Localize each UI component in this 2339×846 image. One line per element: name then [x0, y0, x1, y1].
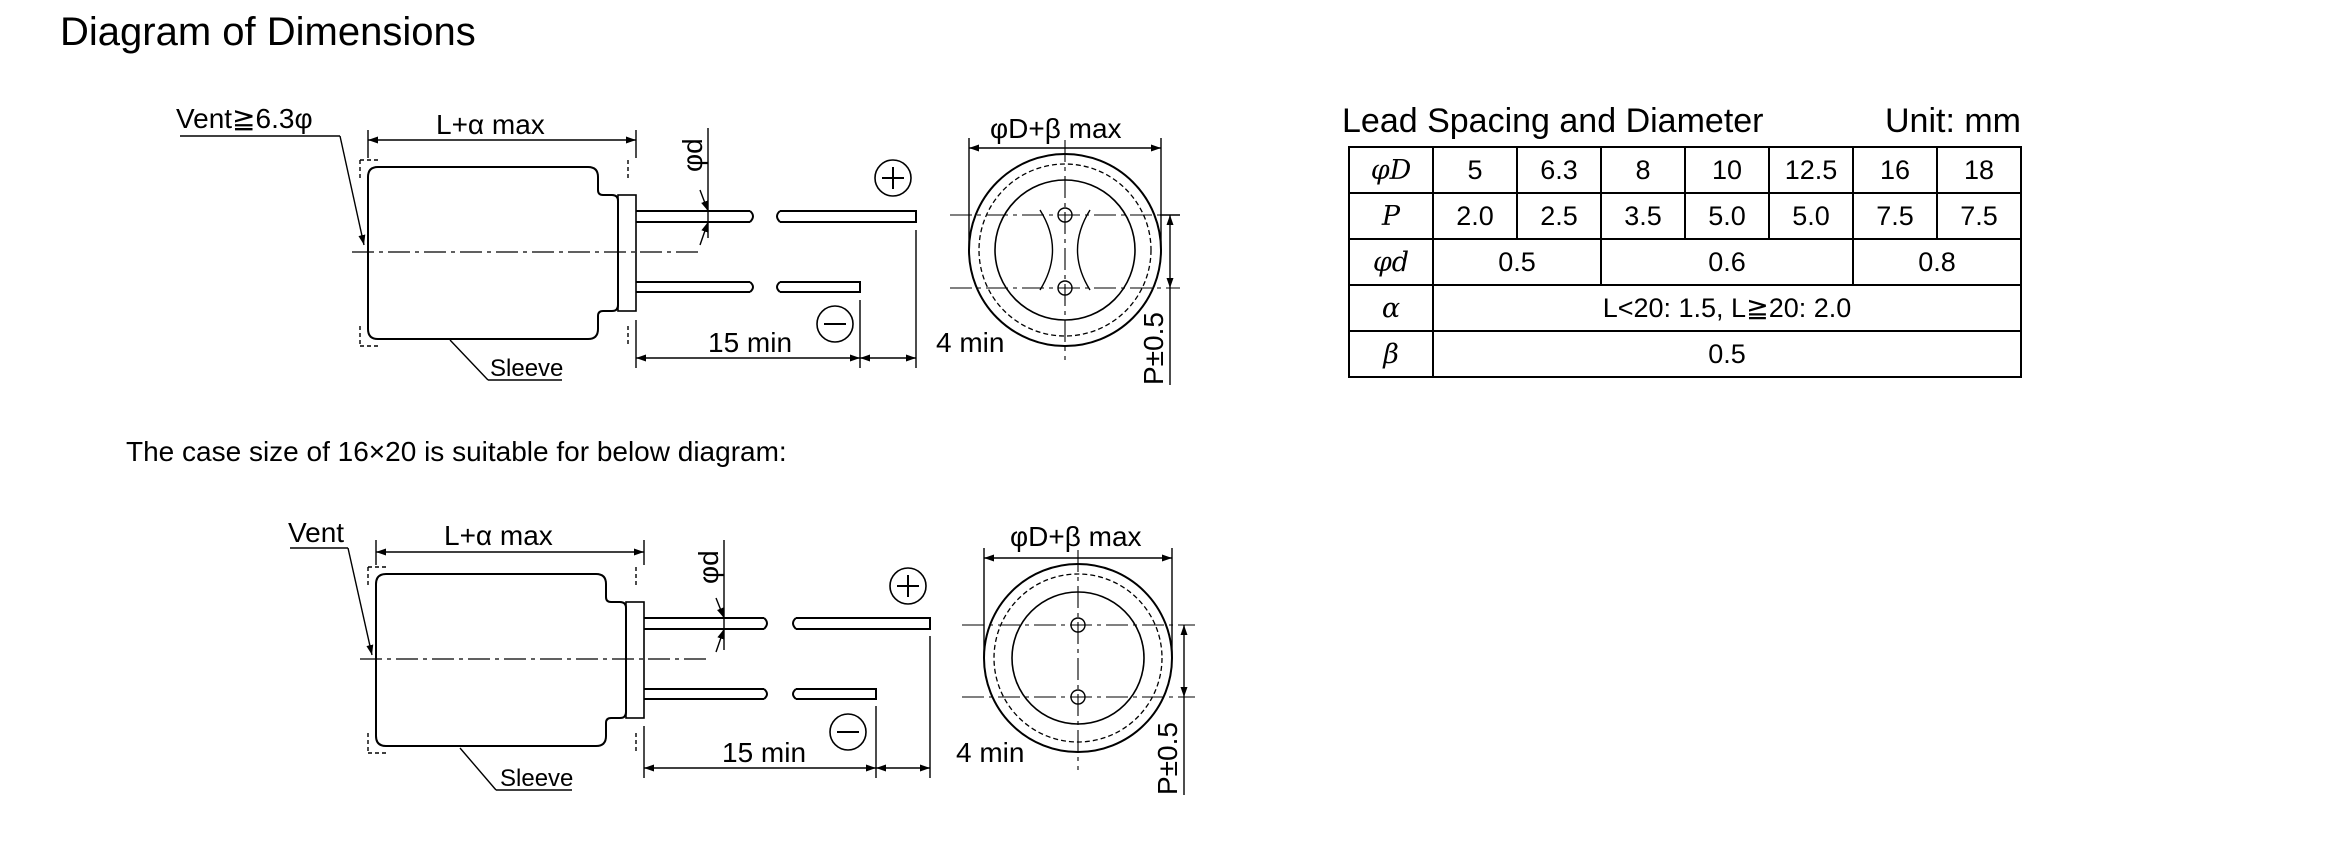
lead-diameter-label: φd — [677, 138, 708, 172]
negative-symbol — [816, 305, 854, 343]
diameter-label: φD+β max — [990, 113, 1122, 144]
pitch-label-2: P±0.5 — [1152, 722, 1183, 795]
table-cell: 7.5 — [1936, 192, 2022, 240]
lead-negative-tail — [776, 281, 861, 293]
table-unit: Unit: mm — [1885, 102, 2021, 140]
length-label-2: L+α max — [444, 520, 553, 551]
table-cell: 0.8 — [1852, 238, 2022, 286]
diameter-label-2: φD+β max — [1010, 521, 1142, 552]
vent-label-2: Vent — [288, 517, 344, 548]
row-header: β — [1348, 330, 1434, 378]
table-cell: 2.5 — [1516, 192, 1602, 240]
sleeve-label-2: Sleeve — [500, 765, 573, 792]
table-cell: 5 — [1432, 146, 1518, 194]
lead-negative — [636, 281, 754, 293]
vent-label: Vent≧6.3φ — [176, 103, 313, 134]
table-cell: 6.3 — [1516, 146, 1602, 194]
lead-positive — [636, 210, 754, 223]
table-cell: 0.5 — [1432, 330, 2022, 378]
table-cell: 10 — [1684, 146, 1770, 194]
end-view-sleeve — [978, 163, 1152, 337]
capacitor-body-side — [367, 166, 619, 340]
positive-symbol-2 — [889, 567, 927, 605]
diagram-1-labels: Vent≧6.3φ L+α max φD+β max φd 15 min 4 m… — [176, 103, 1169, 385]
capacitor-body-side-2 — [375, 573, 627, 747]
lead-negative-2 — [644, 688, 768, 700]
table-cell: 3.5 — [1600, 192, 1686, 240]
lead-negative-tail-2 — [792, 688, 877, 700]
row-header: φD — [1348, 146, 1434, 194]
lead-length-label-2: 15 min — [722, 737, 806, 768]
table-cell: L<20: 1.5, L≧20: 2.0 — [1432, 284, 2022, 332]
diagram-2 — [290, 540, 1195, 795]
page-title: Diagram of Dimensions — [60, 10, 476, 54]
row-header: P — [1348, 192, 1434, 240]
table-cell: 7.5 — [1852, 192, 1938, 240]
table-cell: 0.6 — [1600, 238, 1854, 286]
sleeve-label: Sleeve — [490, 355, 563, 382]
table-cell: 2.0 — [1432, 192, 1518, 240]
sealing-end — [617, 194, 637, 312]
sleeve-outline — [359, 159, 629, 347]
offset-label: 4 min — [936, 327, 1004, 358]
table-cell: 5.0 — [1768, 192, 1854, 240]
diagram-1 — [180, 128, 1180, 385]
positive-symbol — [874, 159, 912, 197]
lead-positive-tail-2 — [792, 617, 931, 630]
row-header: φd — [1348, 238, 1434, 286]
end-view-vent — [1039, 209, 1091, 291]
negative-symbol-2 — [829, 713, 867, 751]
sleeve-outline-2 — [367, 566, 637, 754]
lead-positive-tail — [776, 210, 917, 223]
lead-diameter-label-2: φd — [693, 550, 724, 584]
table-cell: 8 — [1600, 146, 1686, 194]
case-size-note: The case size of 16×20 is suitable for b… — [126, 436, 787, 467]
table-cell: 0.5 — [1432, 238, 1602, 286]
offset-label-2: 4 min — [956, 737, 1024, 768]
sealing-end-2 — [625, 601, 645, 719]
pitch-label: P±0.5 — [1138, 312, 1169, 385]
length-label: L+α max — [436, 109, 545, 140]
row-header: α — [1348, 284, 1434, 332]
table-cell: 16 — [1852, 146, 1938, 194]
diagram-2-labels: Vent L+α max φD+β max φd 15 min 4 min P±… — [288, 517, 1183, 795]
table-cell: 5.0 — [1684, 192, 1770, 240]
table-cell: 12.5 — [1768, 146, 1854, 194]
table-cell: 18 — [1936, 146, 2022, 194]
lead-length-label: 15 min — [708, 327, 792, 358]
lead-positive-2 — [644, 617, 768, 630]
table-title: Lead Spacing and Diameter — [1342, 102, 1764, 140]
